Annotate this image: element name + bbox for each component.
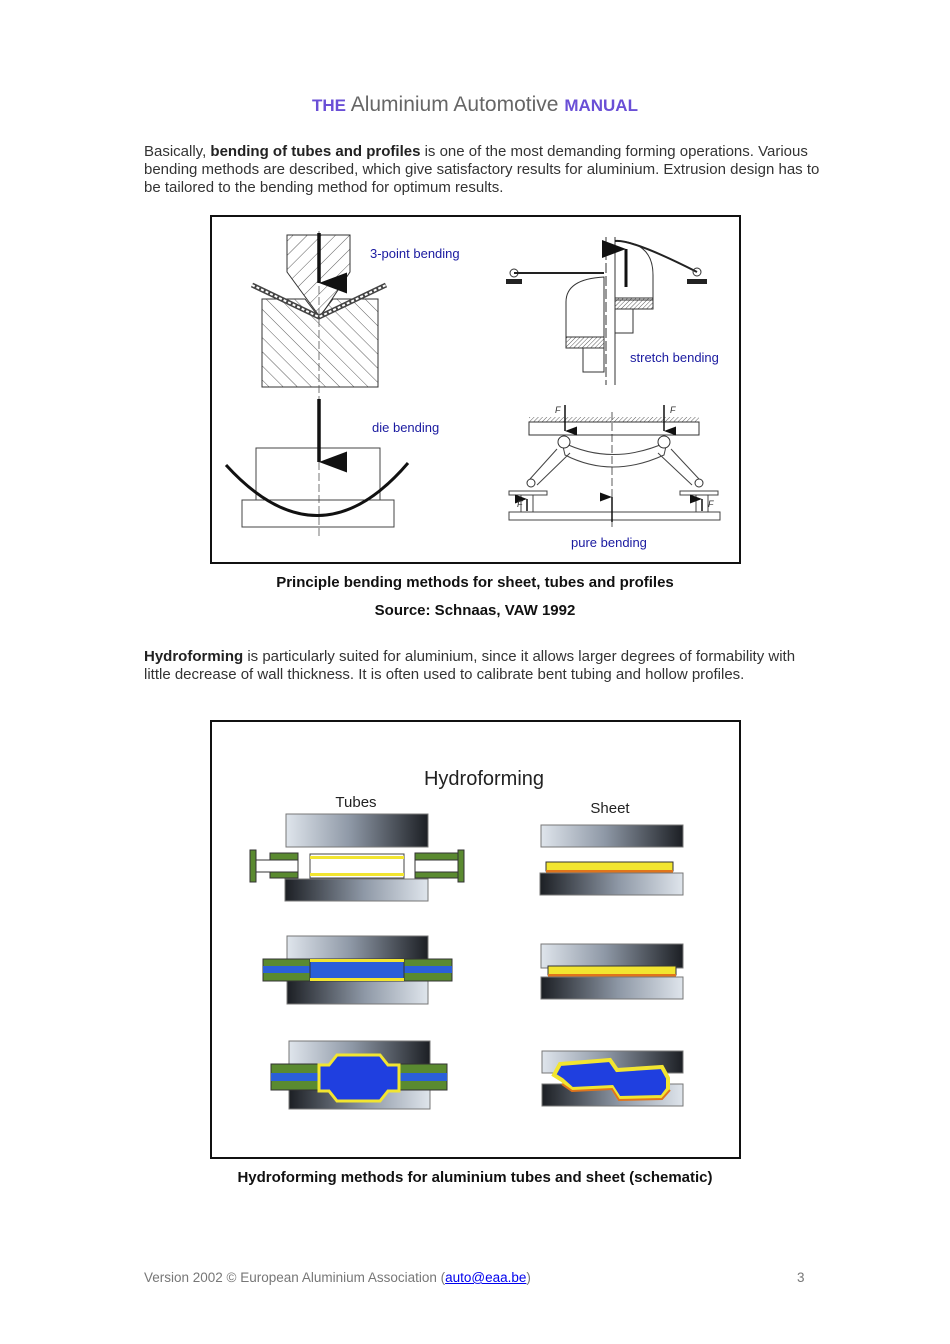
paragraph-bending: Basically, bending of tubes and profiles…: [144, 143, 820, 196]
figure-hydroforming: Hydroforming Tubes Sheet: [210, 720, 741, 1159]
tubes-label: Tubes: [335, 794, 376, 811]
label-stretch-bending: stretch bending: [630, 350, 719, 365]
header-title: Aluminium Automotive: [350, 93, 559, 116]
sheet-stage-1: [539, 824, 684, 896]
header-suffix: MANUAL: [564, 96, 638, 115]
sheet-stage-3: [541, 1050, 684, 1107]
page-number: 3: [797, 1270, 805, 1285]
figure-bending-methods: 3-point bending die bending: [210, 215, 741, 564]
bending-diagram: 3-point bending die bending: [224, 231, 721, 550]
label-pure-bending: pure bending: [571, 535, 647, 550]
figure2-caption: Hydroforming methods for aluminium tubes…: [237, 1169, 713, 1186]
label-3-point-bending: 3-point bending: [370, 246, 460, 261]
pure-bending-drawing: F F F F: [508, 405, 721, 527]
force-label: F: [555, 405, 561, 415]
die-bending-drawing: [224, 399, 410, 528]
figure1-caption: Principle bending methods for sheet, tub…: [276, 574, 674, 591]
tube-stage-3: [270, 1040, 448, 1110]
header-prefix: THE: [312, 96, 347, 115]
hydroforming-title: Hydroforming: [424, 768, 544, 790]
sheet-label: Sheet: [590, 800, 630, 817]
footer: Version 2002 © European Aluminium Associ…: [144, 1270, 531, 1285]
sheet-stage-2: [540, 943, 684, 1000]
figure1-source: Source: Schnaas, VAW 1992: [374, 602, 576, 619]
tube-stage-2: [262, 935, 453, 1005]
tube-stage-1: [249, 813, 465, 902]
force-label: F: [517, 499, 523, 509]
force-label: F: [670, 405, 676, 415]
email-link[interactable]: auto@eaa.be: [445, 1270, 527, 1285]
three-point-bending-drawing: [250, 231, 388, 537]
label-die-bending: die bending: [372, 420, 439, 435]
force-label: F: [708, 499, 714, 509]
running-header: THE Aluminium Automotive MANUAL: [0, 93, 950, 117]
stretch-bending-drawing: [506, 237, 707, 385]
paragraph-hydroforming: Hydroforming is particularly suited for …: [144, 648, 796, 683]
hydroforming-diagram: Hydroforming Tubes Sheet: [249, 768, 684, 1110]
